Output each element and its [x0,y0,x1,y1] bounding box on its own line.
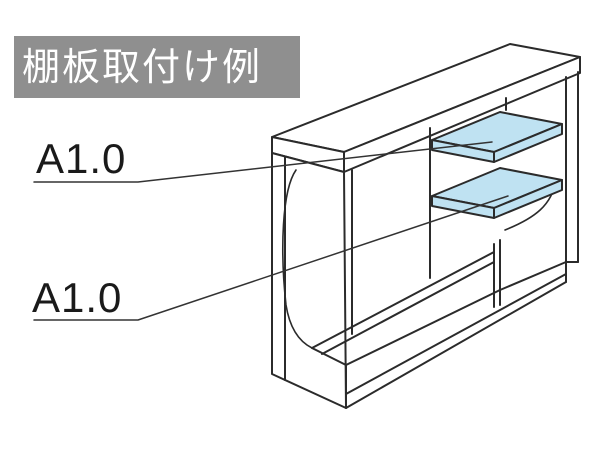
leader-line-lower [33,195,509,321]
lower-shelf [431,167,563,219]
base-structure [311,239,567,409]
top-board [271,43,581,173]
leader-line-upper [33,141,493,183]
left-side-panel [271,152,347,409]
right-frame [351,71,579,335]
title-badge: 棚板取付け例 [14,36,300,98]
callout-label-lower-shelf: A1.0 [32,274,123,321]
callout-label-upper-shelf: A1.0 [36,135,127,182]
upper-shelf [431,111,563,163]
